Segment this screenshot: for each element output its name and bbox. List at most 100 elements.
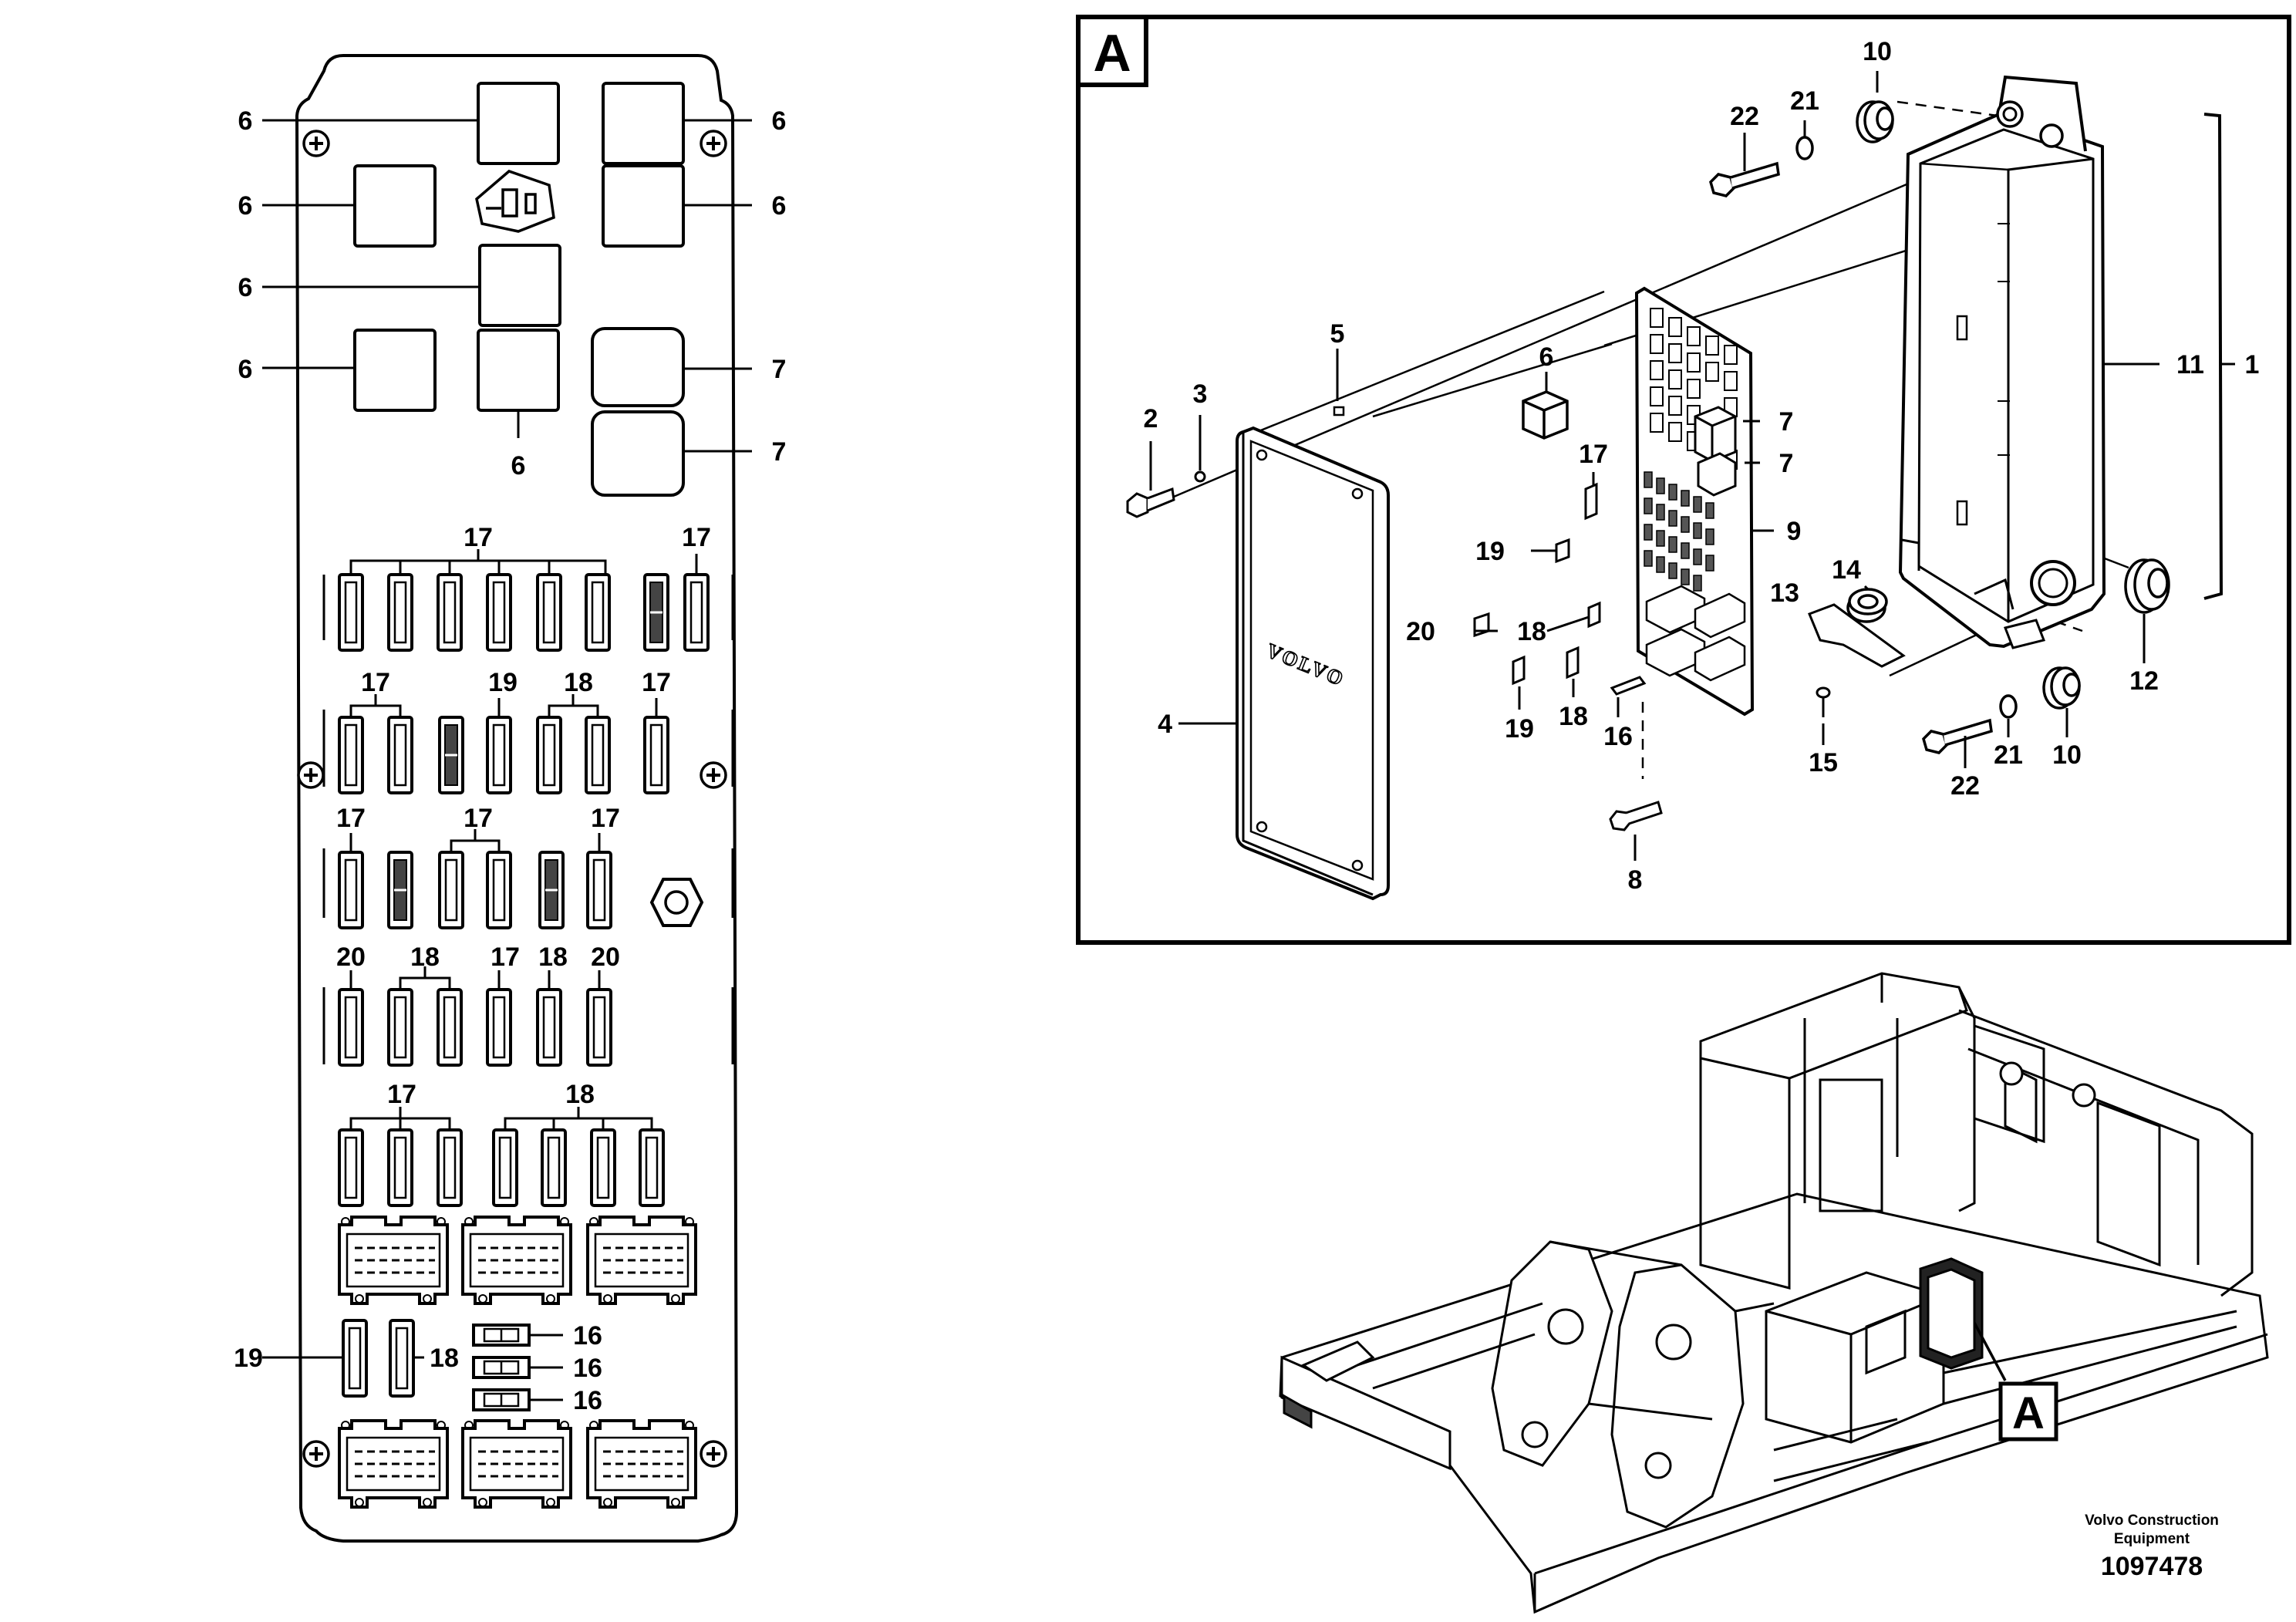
assembly-bracket [2203, 113, 2224, 600]
view-marker-label: A [2012, 1388, 2045, 1438]
mounting-screw [297, 761, 325, 789]
callout-9: 9 [1787, 517, 1802, 546]
housing [1898, 75, 2106, 649]
bolt [1922, 718, 1993, 754]
fuse [1555, 538, 1570, 564]
machine-frame-view [1279, 972, 2269, 1614]
plate [1808, 603, 1906, 668]
washer [1795, 136, 1814, 160]
callout-6: 6 [238, 273, 253, 302]
relay [477, 82, 560, 165]
callout-11: 11 [2176, 350, 2204, 379]
callout-13: 13 [1770, 578, 1799, 608]
detail-marker [1076, 15, 1148, 87]
fuse-box-location [1919, 1257, 1984, 1370]
hex-stud [649, 878, 704, 927]
left-callouts: 6 6 6 6 6 6 6 7 7 17 17 17 19 18 17 17 1… [234, 106, 786, 1415]
callout-15: 15 [1809, 748, 1838, 777]
callout-10: 10 [2052, 740, 2082, 770]
callout-18: 18 [565, 1080, 595, 1109]
company-name-line2: Equipment [2113, 1531, 2190, 1547]
callout-17: 17 [591, 804, 620, 833]
clip [1333, 406, 1345, 416]
callout-17: 17 [464, 523, 493, 552]
washer [1999, 694, 2018, 719]
callout-6: 6 [772, 106, 787, 136]
callout-6: 6 [772, 191, 787, 221]
connector-block [586, 1216, 697, 1305]
callout-6: 6 [1539, 342, 1554, 372]
callout-17: 17 [642, 668, 671, 697]
relay-socket [475, 170, 555, 233]
grommet [1846, 588, 1888, 623]
bolt [1709, 161, 1780, 197]
connector-block [461, 1216, 572, 1305]
callout-16: 16 [1603, 722, 1633, 751]
fuse [1512, 655, 1526, 686]
callout-10: 10 [1863, 37, 1892, 66]
callout-18: 18 [1517, 617, 1546, 646]
connector-block [338, 1419, 449, 1509]
callout-5: 5 [1330, 319, 1345, 349]
callout-17: 17 [682, 523, 711, 552]
connector-block [338, 1216, 449, 1305]
drawing-number: 1097478 [2100, 1552, 2203, 1581]
callout-16: 16 [573, 1354, 602, 1383]
view-marker [1998, 1381, 2058, 1442]
callout-6: 6 [238, 355, 253, 384]
mounting-screw [700, 1440, 727, 1468]
callout-22: 22 [1730, 102, 1759, 131]
callout-20: 20 [336, 943, 366, 972]
fuse [1587, 601, 1601, 629]
grommet [1856, 100, 1894, 143]
callout-19: 19 [488, 668, 518, 697]
callout-20: 20 [591, 943, 620, 972]
callout-21: 21 [1790, 86, 1819, 116]
callout-7: 7 [1779, 407, 1794, 437]
mounting-screw [302, 1440, 330, 1468]
callout-17: 17 [336, 804, 366, 833]
callout-18: 18 [410, 943, 440, 972]
relay [1522, 390, 1569, 440]
title-block: Volvo Construction Equipment 1097478 [2036, 1512, 2267, 1582]
callout-17: 17 [491, 943, 520, 972]
connector-block [461, 1419, 572, 1509]
connector-block [586, 1419, 697, 1509]
fuse-board-layout [262, 54, 752, 1543]
mini-fuse [1610, 676, 1647, 696]
detail-a-panel: A VOLVO [1076, 15, 2291, 945]
callout-22: 22 [1950, 771, 1980, 801]
relay [602, 164, 685, 248]
relay [477, 329, 560, 412]
grommet [2124, 558, 2170, 614]
bolt [1126, 487, 1175, 518]
fuse [1473, 612, 1490, 638]
callout-14: 14 [1832, 555, 1861, 585]
fuse [1566, 646, 1580, 679]
callout-17: 17 [464, 804, 493, 833]
cover-plate: VOLVO [1236, 426, 1390, 901]
callout-6: 6 [238, 191, 253, 221]
callout-3: 3 [1193, 379, 1208, 409]
callout-7: 7 [772, 355, 787, 384]
callout-19: 19 [234, 1344, 263, 1373]
grommet [2042, 666, 2081, 710]
callout-18: 18 [564, 668, 593, 697]
callout-19: 19 [1475, 537, 1505, 566]
callout-2: 2 [1144, 404, 1158, 433]
callout-4: 4 [1158, 710, 1172, 739]
callout-16: 16 [573, 1321, 602, 1351]
company-name: Volvo Construction [2085, 1512, 2219, 1529]
exploded-callouts: 1 2 3 4 5 6 7 7 8 9 10 10 11 12 13 14 15… [1144, 37, 2260, 895]
callout-17: 17 [361, 668, 390, 697]
relay [353, 164, 437, 248]
screw [1816, 686, 1831, 717]
callout-18: 18 [538, 943, 568, 972]
large-relay [591, 327, 685, 407]
mounting-screw [700, 130, 727, 157]
callout-16: 16 [573, 1386, 602, 1415]
callout-17: 17 [1579, 440, 1608, 469]
callout-20: 20 [1406, 617, 1435, 646]
mounting-screw [302, 130, 330, 157]
callout-7: 7 [1779, 449, 1794, 478]
